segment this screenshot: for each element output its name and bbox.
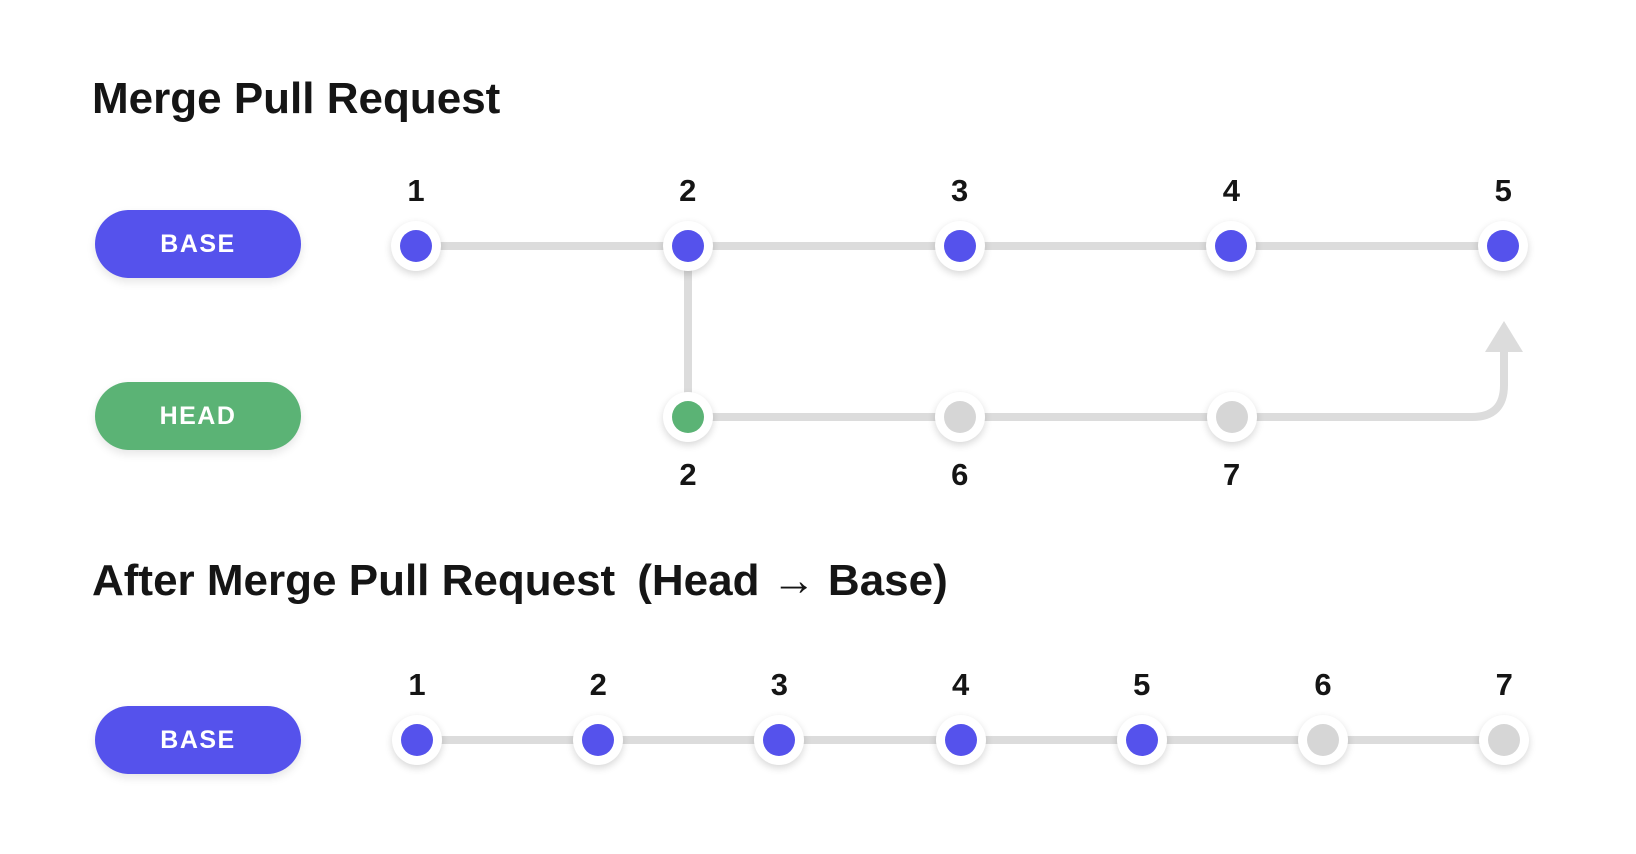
commit-dot <box>672 401 704 433</box>
commit-dot <box>763 724 796 756</box>
commit-ring <box>1478 221 1529 271</box>
after-base-branch-badge-label: BASE <box>160 725 236 754</box>
commit-dot <box>1488 724 1521 756</box>
commit-label: 7 <box>1495 667 1513 702</box>
commit-ring <box>934 392 985 442</box>
after-base-branch-badge: BASE <box>95 706 301 774</box>
commit-ring <box>1116 715 1167 765</box>
merge-arrowhead-icon <box>1485 321 1523 352</box>
commit-dot <box>1487 230 1520 262</box>
head-branch-line <box>688 351 1508 421</box>
head-branch-badge-label: HEAD <box>159 401 237 430</box>
commit-label: 7 <box>1222 457 1241 492</box>
commit-dot <box>943 401 976 433</box>
commit-dot <box>400 230 432 262</box>
commit-ring <box>934 221 985 271</box>
commit-label: 6 <box>1314 667 1332 702</box>
commit-ring <box>662 221 713 271</box>
commit-dot <box>1215 401 1248 433</box>
commit-ring <box>1479 715 1530 765</box>
commit-ring <box>391 221 441 271</box>
commit-dot <box>943 230 976 262</box>
commit-ring <box>573 715 624 765</box>
commit-label: 2 <box>679 457 697 492</box>
commit-dot <box>1125 724 1158 756</box>
commit-dot <box>671 230 704 262</box>
commit-label: 4 <box>951 667 970 702</box>
commit-label: 6 <box>951 457 969 492</box>
commit-dot <box>582 724 615 756</box>
commit-label: 3 <box>950 173 969 208</box>
commit-ring <box>1206 221 1257 271</box>
commit-ring <box>1206 392 1257 442</box>
section-title-after-merge: After Merge Pull Request (Head → Base) <box>92 556 948 606</box>
commit-label: 3 <box>770 667 789 702</box>
section-title-before-merge: Merge Pull Request <box>92 74 501 123</box>
commit-label: 4 <box>1222 173 1241 208</box>
commit-dot <box>944 724 977 756</box>
commit-label: 5 <box>1133 667 1151 702</box>
base-branch-badge: BASE <box>95 210 301 278</box>
commit-label: 1 <box>408 667 426 702</box>
base-branch-badge-label: BASE <box>160 229 236 258</box>
commit-label: 2 <box>679 173 697 208</box>
commit-dot <box>1215 230 1248 262</box>
after-merge-title-text: After Merge Pull Request <box>92 556 616 605</box>
commit-ring <box>1298 715 1348 765</box>
commit-ring <box>663 392 713 442</box>
commit-label: 5 <box>1494 173 1512 208</box>
after-merge-title-annotation: (Head → Base) <box>637 556 948 605</box>
commit-dot <box>1307 724 1339 756</box>
commit-label: 2 <box>589 667 607 702</box>
commit-ring <box>754 715 805 765</box>
commit-ring <box>935 715 986 765</box>
head-branch-badge: HEAD <box>95 382 301 450</box>
commit-ring <box>392 715 442 765</box>
commit-label: 1 <box>407 173 425 208</box>
commit-dot <box>401 724 433 756</box>
